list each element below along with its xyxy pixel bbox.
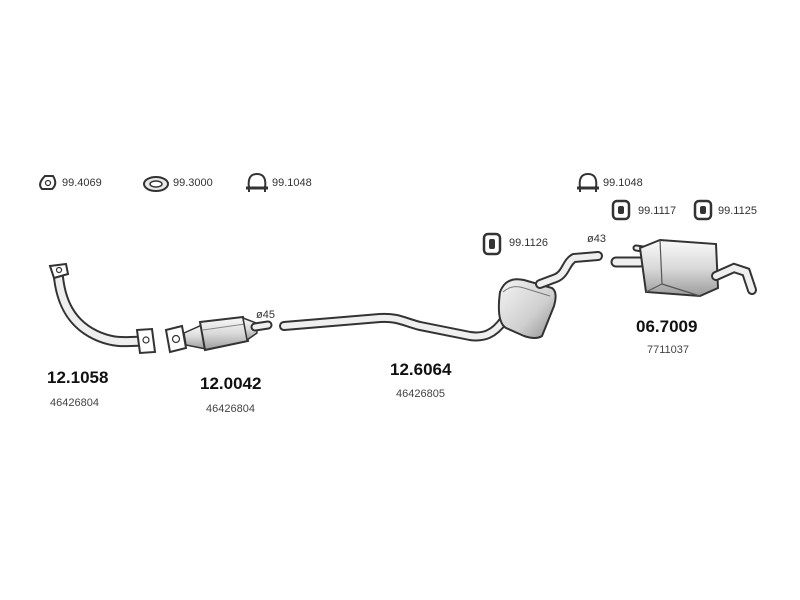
catalyst bbox=[164, 315, 273, 354]
part-code-centre-silencer: 12.6064 bbox=[390, 360, 452, 379]
rear-silencer bbox=[610, 238, 757, 298]
u-clamp-icon bbox=[246, 172, 268, 192]
diameter-label-45: ø45 bbox=[256, 309, 275, 321]
triangle-gasket-icon bbox=[39, 175, 57, 190]
rubber-hanger-icon bbox=[611, 199, 631, 221]
part-code-front-pipe: 12.1058 bbox=[47, 368, 109, 387]
oem-number-rear-silencer: 7711037 bbox=[647, 344, 690, 356]
diameter-label-43: ø43 bbox=[587, 233, 606, 245]
oem-number-centre-silencer: 46426805 bbox=[396, 388, 445, 400]
oem-number-catalyst: 46426804 bbox=[206, 403, 255, 415]
hardware-code-99-1048-front: 99.1048 bbox=[272, 177, 312, 189]
hardware-code-99-1125: 99.1125 bbox=[718, 205, 757, 217]
rubber-hanger-icon bbox=[482, 232, 502, 256]
part-code-catalyst: 12.0042 bbox=[200, 374, 262, 393]
hardware-code-99-3000: 99.3000 bbox=[173, 177, 213, 189]
u-clamp-icon bbox=[577, 172, 599, 192]
hardware-code-99-1048-rear: 99.1048 bbox=[603, 177, 643, 189]
rubber-hanger-icon bbox=[693, 199, 713, 221]
hardware-code-99-1126: 99.1126 bbox=[509, 237, 548, 249]
centre-silencer bbox=[279, 251, 603, 342]
ring-gasket-icon bbox=[143, 176, 169, 192]
oem-number-front-pipe: 46426804 bbox=[50, 397, 99, 409]
hardware-code-99-4069: 99.4069 bbox=[62, 177, 102, 189]
hardware-code-99-1117: 99.1117 bbox=[638, 205, 677, 217]
front-pipe bbox=[48, 262, 157, 355]
part-code-rear-silencer: 06.7009 bbox=[636, 317, 698, 336]
